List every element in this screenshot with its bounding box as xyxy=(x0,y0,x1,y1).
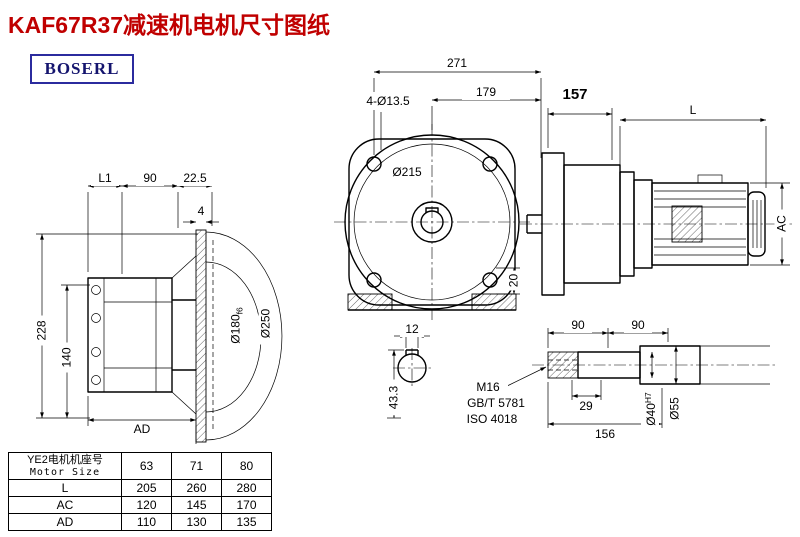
dim-90-left: 90 xyxy=(136,171,164,186)
dim-179: 179 xyxy=(462,85,510,100)
dim-228: 228 xyxy=(34,315,50,346)
dim-157: 157 xyxy=(550,87,600,102)
dim-271: 271 xyxy=(432,56,482,71)
spigot-dia-value: Ø180 xyxy=(228,314,243,344)
thread-label: M16 xyxy=(468,380,508,395)
value-L-71: 260 xyxy=(171,479,222,497)
flange-dia-label: Ø215 xyxy=(384,165,430,180)
dim-140: 140 xyxy=(59,342,75,373)
dim-156: 156 xyxy=(589,427,621,442)
dim-29: 29 xyxy=(574,399,598,414)
motor-size-table: YE2电机机座号 Motor Size 63 71 80 L 205 260 2… xyxy=(8,452,272,531)
value-AD-80: 135 xyxy=(221,513,272,531)
dim-4: 4 xyxy=(194,204,208,219)
table-header-en: Motor Size xyxy=(29,467,101,478)
dim-90-a: 90 xyxy=(564,318,592,333)
frame-size-col-3: 80 xyxy=(221,452,272,480)
dim-L1: L1 xyxy=(91,171,119,186)
value-AC-80: 170 xyxy=(221,496,272,514)
shaft-dia-40-tolerance: H7 xyxy=(643,392,653,404)
dim-12: 12 xyxy=(400,322,424,337)
table-header-cell: YE2电机机座号 Motor Size xyxy=(8,452,122,480)
page-title: KAF67R37减速机电机尺寸图纸 xyxy=(8,12,331,38)
bolt-holes-label: 4-Ø13.5 xyxy=(356,94,420,109)
front-view xyxy=(334,70,542,320)
shaft-dia-40-label: Ø40H7 xyxy=(641,386,659,432)
side-view xyxy=(520,108,792,296)
row-label-AD: AD xyxy=(8,513,122,531)
value-AC-63: 120 xyxy=(121,496,172,514)
row-label-L: L xyxy=(8,479,122,497)
flange-250-label: Ø250 xyxy=(258,302,274,345)
table-row-AD: AD 110 130 135 xyxy=(8,513,272,531)
dim-43-3: 43.3 xyxy=(386,379,402,416)
table-header-cn: YE2电机机座号 xyxy=(27,454,103,466)
table-header-row: YE2电机机座号 Motor Size 63 71 80 xyxy=(8,452,272,480)
dim-90-b: 90 xyxy=(624,318,652,333)
frame-size-col-1: 63 xyxy=(121,452,172,480)
shaft-dia-40-value: Ø40 xyxy=(644,403,658,426)
dim-AC: AC xyxy=(774,209,790,238)
brand-logo: BOSERL xyxy=(30,54,134,84)
value-AC-71: 145 xyxy=(171,496,222,514)
value-L-80: 280 xyxy=(221,479,272,497)
standard-gb-label: GB/T 5781 xyxy=(456,396,536,411)
value-AD-71: 130 xyxy=(171,513,222,531)
spigot-dia-label: Ø180f6 xyxy=(228,299,248,352)
spigot-tolerance: f6 xyxy=(234,307,245,315)
value-AD-63: 110 xyxy=(121,513,172,531)
table-row-L: L 205 260 280 xyxy=(8,479,272,497)
table-row-AC: AC 120 145 170 xyxy=(8,496,272,514)
shaft-dia-55-label: Ø55 xyxy=(667,389,683,428)
dim-L: L xyxy=(683,103,703,118)
dim-22-5: 22.5 xyxy=(177,171,213,186)
dim-20: 20 xyxy=(506,270,522,291)
shaft-detail-view xyxy=(502,328,778,428)
standard-iso-label: ISO 4018 xyxy=(456,412,528,427)
frame-size-col-2: 71 xyxy=(171,452,222,480)
row-label-AC: AC xyxy=(8,496,122,514)
value-L-63: 205 xyxy=(121,479,172,497)
dim-AD: AD xyxy=(128,422,156,437)
